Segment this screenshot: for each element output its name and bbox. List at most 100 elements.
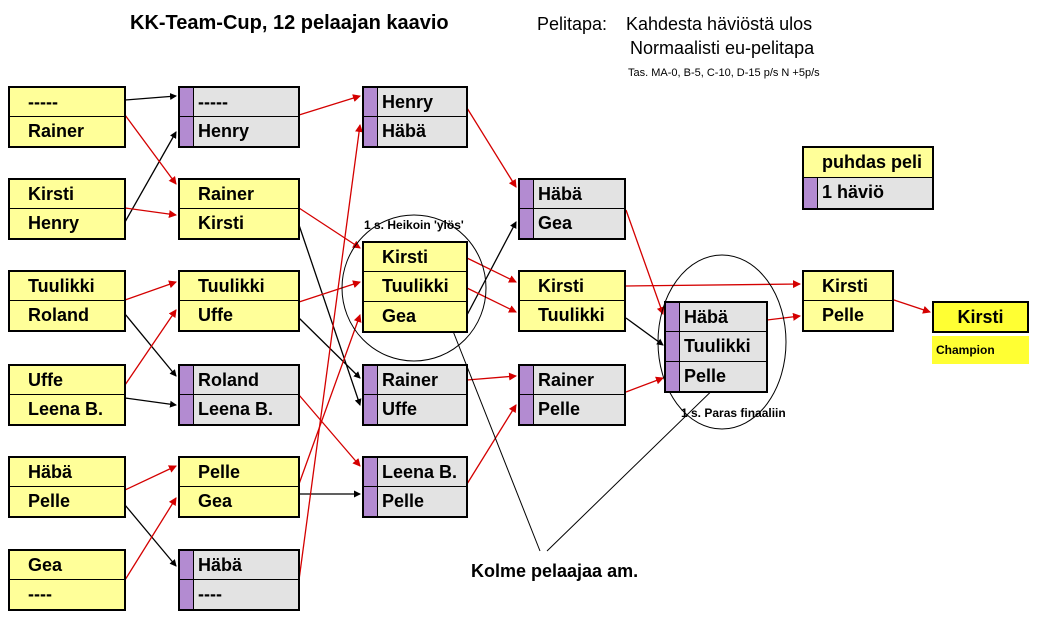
line-r1m6-to-r2w3: [124, 497, 177, 581]
player-slot: Uffe: [364, 395, 466, 424]
player-slot: Häbä: [364, 117, 466, 146]
line-r2l3-to-r3l1: [298, 124, 364, 581]
player-slot: Häbä: [10, 458, 124, 487]
player-slot: Kirsti: [520, 272, 624, 301]
game-mode-label: Pelitapa:: [537, 14, 608, 34]
champion-label: Champion: [932, 336, 1029, 364]
match-r1m6: Gea----: [8, 549, 126, 611]
line-r1m2-to-r2w1: [124, 207, 177, 219]
player-slot: Kirsti: [804, 272, 892, 301]
winner-lines: [124, 94, 931, 581]
line-r1m1-to-r2l1: [124, 92, 177, 101]
match-r1m1: -----Rainer: [8, 86, 126, 148]
line-r2w3-to-r3w: [298, 314, 362, 485]
note-best-final: 1 s. Paras finaaliin: [681, 406, 786, 420]
player-slot: Häbä: [666, 303, 766, 333]
player-slot: Gea: [520, 209, 624, 238]
champion-name: Kirsti: [932, 301, 1029, 333]
player-slot: Pelle: [180, 458, 298, 487]
line-r4w-to-r5: [625, 317, 664, 346]
player-slot: Gea: [180, 487, 298, 516]
line-r1m1-to-r2w1: [124, 114, 177, 185]
game-mode-normal: Normaalisti eu-pelitapa: [630, 38, 815, 58]
player-slot: Rainer: [364, 366, 466, 395]
player-slot: Gea: [364, 301, 466, 331]
player-slot: Pelle: [804, 301, 892, 330]
player-slot: Tuulikki: [364, 272, 466, 302]
player-slot: Roland: [10, 301, 124, 330]
player-slot: Pelle: [10, 487, 124, 516]
player-slot: Roland: [180, 366, 298, 395]
player-slot: Tuulikki: [520, 301, 624, 330]
line-r1m3-to-r2w2: [124, 280, 177, 301]
line-r1m3-to-r2l2: [124, 313, 177, 377]
player-slot: Pelle: [364, 487, 466, 516]
line-r3l2-to-r4l2: [466, 372, 517, 381]
player-slot: Henry: [180, 117, 298, 146]
player-slot: Kirsti: [180, 209, 298, 238]
line-final-to-champion: [893, 299, 931, 314]
line-r4w-to-final: [625, 280, 801, 289]
player-slot: Kirsti: [364, 243, 466, 273]
match-r3l3: Leena B.Pelle: [362, 456, 468, 518]
line-r2w2-to-r3w: [298, 280, 361, 303]
line-r3w-to-r4w-b: [466, 287, 517, 313]
line-r3l1-to-r4l1: [466, 107, 517, 188]
note-three-players: Kolme pelaajaa am.: [471, 561, 639, 581]
legend: puhdas peli 1 häviö: [802, 146, 934, 210]
player-slot: Pelle: [666, 361, 766, 391]
line-r3w-to-r4l1: [466, 221, 517, 316]
player-slot: ----: [180, 580, 298, 609]
player-slot: Gea: [10, 551, 124, 580]
line-r2w1-to-r3w: [298, 207, 361, 249]
line-r1m4-to-r2w2: [124, 309, 177, 386]
annotation-pointer-2: [546, 376, 727, 552]
player-slot: -----: [10, 88, 124, 117]
game-mode-value: Kahdesta häviöstä ulos: [626, 14, 813, 34]
player-slot: -----: [180, 88, 298, 117]
annotation-pointer-1: [449, 321, 541, 552]
line-r1m5-to-r2w3: [124, 465, 177, 491]
line-r4l1-to-r5: [625, 209, 665, 315]
weakest-up-circle: [341, 214, 487, 362]
player-slot: Häbä: [520, 180, 624, 209]
player-slot: Tuulikki: [10, 272, 124, 301]
line-r3l3-to-r4l2: [466, 404, 517, 485]
line-r1m4-to-r2l2: [124, 397, 177, 408]
player-slot: Rainer: [10, 117, 124, 146]
player-slot: Tuulikki: [666, 332, 766, 362]
match-r2l1: -----Henry: [178, 86, 300, 148]
page-title: KK-Team-Cup, 12 pelaajan kaavio: [130, 12, 449, 34]
note-weakest-up: 1 s. Heikoin 'ylös': [364, 218, 464, 232]
player-slot: Henry: [364, 88, 466, 117]
player-slot: Tuulikki: [180, 272, 298, 301]
player-slot: Leena B.: [10, 395, 124, 424]
player-slot: Uffe: [10, 366, 124, 395]
player-slot: Pelle: [520, 395, 624, 424]
line-r3w-to-r4w-a: [466, 257, 517, 283]
line-r2w1-to-r3l2: [298, 224, 362, 406]
best-final-circle: [657, 254, 787, 430]
line-r1m2-to-r2l1: [124, 131, 177, 223]
handicap-note: Tas. MA-0, B-5, C-10, D-15 p/s N +5p/s: [628, 67, 820, 79]
player-slot: Leena B.: [364, 458, 466, 487]
legend-clean: puhdas peli: [804, 148, 932, 178]
line-r4l2-to-r5: [625, 376, 664, 393]
line-r1m5-to-r2l3: [124, 504, 177, 567]
player-slot: Häbä: [180, 551, 298, 580]
